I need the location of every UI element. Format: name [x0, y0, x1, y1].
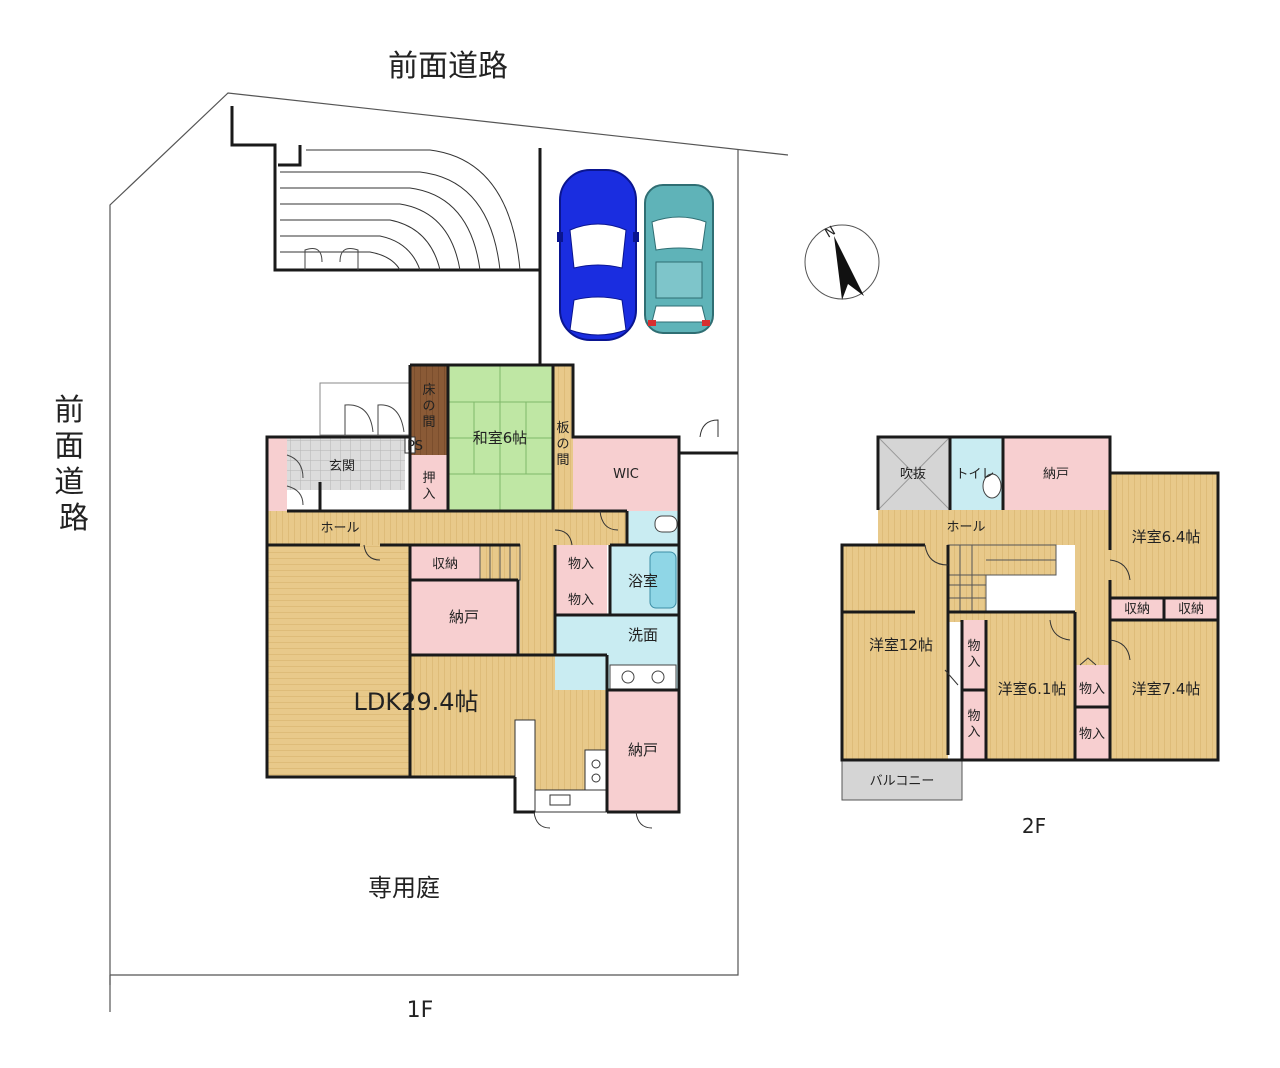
site-boundary	[109, 92, 789, 1012]
floor2-caption: 2F	[1022, 814, 1046, 838]
floor2-labels: 吹抜 トイレ 納戸 ホール 洋室6.4帖 収納 収納 洋室12帖 物入 物入 洋…	[869, 466, 1204, 789]
room-itanoma-char: 間	[556, 453, 569, 468]
room-wic: WIC	[613, 467, 639, 482]
room-nando-1: 納戸	[449, 608, 479, 626]
room-monoire-2f-1-char: 入	[967, 655, 980, 670]
road-label-left-char: 面	[54, 429, 84, 464]
room-itanoma-char: 板	[556, 421, 569, 436]
room-tokonoma: 床の間	[422, 383, 435, 430]
room-itanoma: 板の間	[556, 421, 569, 468]
room-monoire-2f-2-char: 入	[967, 725, 980, 740]
room-monoire-2f-1-char: 物	[967, 639, 980, 654]
room-toilet: トイレ	[955, 467, 994, 482]
room-oshiire-char: 入	[422, 487, 435, 502]
floor1-plan	[265, 363, 738, 829]
floor1-caption: 1F	[407, 998, 434, 1023]
room-fukinuke: 吹抜	[900, 466, 926, 482]
approach-stairs	[230, 106, 540, 272]
road-label-left-char: 前	[54, 393, 84, 428]
floor2-plan	[840, 435, 1220, 801]
room-oshiire: 押入	[422, 471, 435, 502]
room-yoshitsu-12: 洋室12帖	[869, 636, 933, 654]
road-label-left: 前 面 道 路	[54, 393, 94, 536]
room-hall-2f: ホール	[946, 520, 985, 535]
room-washitsu: 和室6帖	[473, 429, 528, 447]
room-itanoma-char: の	[556, 437, 569, 452]
room-tokonoma-char: の	[422, 399, 435, 414]
room-monoire-2f-2-char: 物	[967, 709, 980, 724]
north-arrow-icon: N	[804, 224, 880, 300]
room-monoire-2f-4: 物入	[1079, 727, 1105, 742]
road-label-left-char: 路	[59, 501, 89, 536]
road-label-top: 前面道路	[388, 49, 508, 84]
room-balcony: バルコニー	[870, 774, 935, 789]
room-yoshitsu-6-4: 洋室6.4帖	[1132, 528, 1201, 546]
room-ldk: LDK29.4帖	[353, 688, 478, 716]
garden-label: 専用庭	[368, 874, 440, 902]
room-shuno: 収納	[432, 557, 458, 572]
room-ps: PS	[407, 439, 423, 454]
room-senmen: 洗面	[628, 626, 658, 644]
room-tokonoma-char: 間	[422, 415, 435, 430]
room-oshiire-char: 押	[422, 471, 435, 486]
room-genkan: 玄関	[329, 459, 355, 474]
road-label-left-char: 道	[54, 465, 84, 500]
room-yoshitsu-6-1: 洋室6.1帖	[998, 680, 1067, 698]
room-yoshitsu-7-4: 洋室7.4帖	[1132, 680, 1201, 698]
room-hall: ホール	[320, 521, 359, 536]
room-shuno-2f-2: 収納	[1178, 602, 1204, 617]
room-yokushitsu: 浴室	[628, 572, 658, 590]
room-shuno-2f-1: 収納	[1124, 602, 1150, 617]
room-tokonoma-char: 床	[422, 383, 435, 398]
room-nando-2: 納戸	[628, 741, 658, 759]
room-monoire-2f-3: 物入	[1079, 682, 1105, 697]
room-monoire-2f-1: 物入	[967, 639, 980, 670]
car-blue	[557, 169, 639, 341]
room-monoire-2: 物入	[568, 593, 594, 608]
car-teal	[644, 184, 714, 334]
room-monoire-2f-2: 物入	[967, 709, 980, 740]
room-nando-2f: 納戸	[1043, 467, 1069, 482]
floor1-labels: 床の間 和室6帖 板の間 PS 玄関 押入 WIC ホール 収納 物入 物入 浴…	[320, 383, 658, 759]
room-monoire-1: 物入	[568, 557, 594, 572]
